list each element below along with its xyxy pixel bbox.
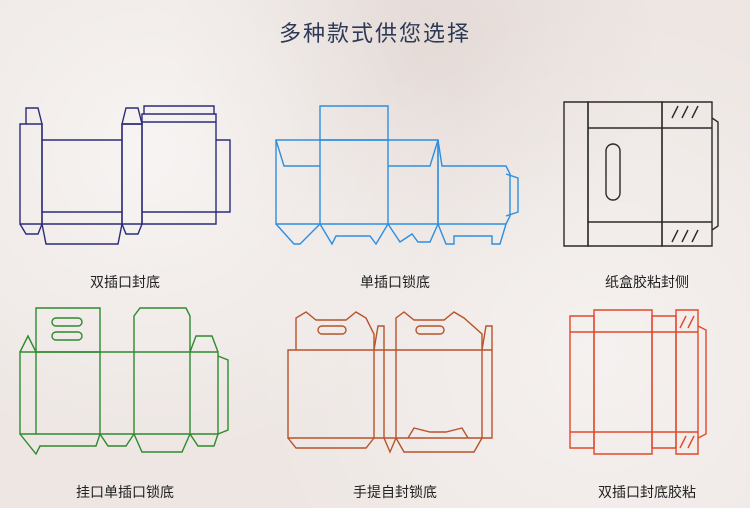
box-diagram-2 (275, 105, 519, 246)
box-lines-4 (19, 307, 229, 456)
label-4: 挂口单插口锁底 (76, 485, 174, 501)
label-1: 双插口封底 (90, 275, 160, 291)
box-diagram-6 (569, 309, 707, 455)
box-diagram-3 (563, 101, 719, 247)
page-title: 多种款式供您选择 (278, 22, 471, 47)
label-3: 纸盒胶粘封侧 (605, 275, 689, 291)
box-lines-5 (287, 311, 493, 454)
box-diagram-1 (19, 105, 231, 245)
label-6: 双插口封底胶粘 (598, 485, 696, 501)
box-diagram-4 (19, 307, 229, 456)
box-lines-3 (563, 101, 719, 247)
label-2: 单插口锁底 (360, 275, 430, 291)
box-diagram-5 (287, 311, 493, 454)
box-lines-1 (19, 105, 231, 245)
label-5: 手提自封锁底 (353, 485, 437, 501)
box-lines-2 (275, 105, 519, 246)
box-lines-6 (569, 309, 707, 455)
